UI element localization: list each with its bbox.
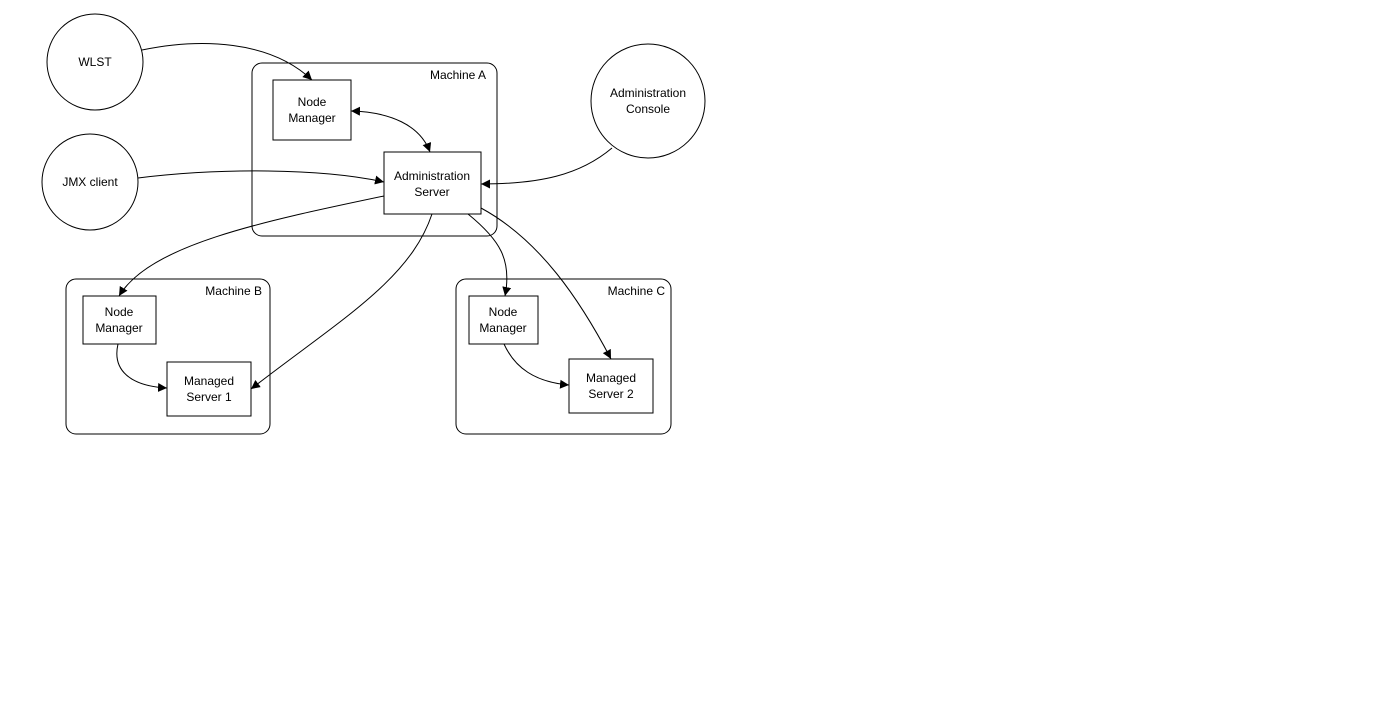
node-manager-c-label-line1: Node bbox=[489, 305, 518, 319]
node-manager-c-label-line2: Manager bbox=[479, 321, 526, 335]
edge-admin-server-to-node-manager-b bbox=[118, 195, 385, 297]
edge-node-manager-a-admin-server bbox=[350, 106, 432, 153]
managed-server-2-label-line1: Managed bbox=[586, 371, 636, 385]
edge-node-manager-b-to-managed-server-1 bbox=[116, 343, 168, 393]
node-manager-b-box: Node Manager bbox=[82, 295, 157, 345]
managed-server-2-label-line2: Server 2 bbox=[588, 387, 634, 401]
wlst-label: WLST bbox=[78, 55, 112, 69]
admin-server-box: Administration Server bbox=[383, 151, 482, 215]
admin-server-label-line2: Server bbox=[414, 185, 449, 199]
node-manager-b-label-line1: Node bbox=[105, 305, 134, 319]
edge-admin-server-to-node-manager-c bbox=[467, 213, 512, 297]
managed-server-1-label-line1: Managed bbox=[184, 374, 234, 388]
managed-server-1-label-line2: Server 1 bbox=[186, 390, 232, 404]
edge-node-manager-c-to-managed-server-2 bbox=[503, 343, 570, 389]
machine-c-label: Machine C bbox=[608, 284, 666, 298]
node-manager-a-box: Node Manager bbox=[272, 79, 352, 141]
admin-console-label-line2: Console bbox=[626, 102, 670, 116]
edges bbox=[116, 43, 613, 393]
machine-a-label: Machine A bbox=[430, 68, 486, 82]
node-manager-b-label-line2: Manager bbox=[95, 321, 142, 335]
node-manager-a-label-line2: Manager bbox=[288, 111, 335, 125]
node-manager-a-label-line1: Node bbox=[298, 95, 327, 109]
admin-console-node: Administration Console bbox=[590, 43, 706, 159]
wlst-node: WLST bbox=[46, 13, 144, 111]
edge-admin-server-to-managed-server-2 bbox=[480, 207, 612, 360]
edge-console-to-admin-server bbox=[480, 147, 613, 189]
admin-console-label-line1: Administration bbox=[610, 86, 686, 100]
admin-server-label-line1: Administration bbox=[394, 169, 470, 183]
edge-wlst-to-node-manager-a bbox=[141, 43, 313, 81]
jmx-client-label: JMX client bbox=[62, 175, 118, 189]
jmx-client-node: JMX client bbox=[41, 133, 139, 231]
node-manager-c-box: Node Manager bbox=[468, 295, 539, 345]
edge-jmx-to-admin-server bbox=[137, 170, 385, 185]
managed-server-1-box: Managed Server 1 bbox=[166, 361, 252, 417]
managed-server-2-box: Managed Server 2 bbox=[568, 358, 654, 414]
edge-admin-server-to-managed-server-1 bbox=[250, 213, 433, 390]
machine-b-label: Machine B bbox=[205, 284, 262, 298]
